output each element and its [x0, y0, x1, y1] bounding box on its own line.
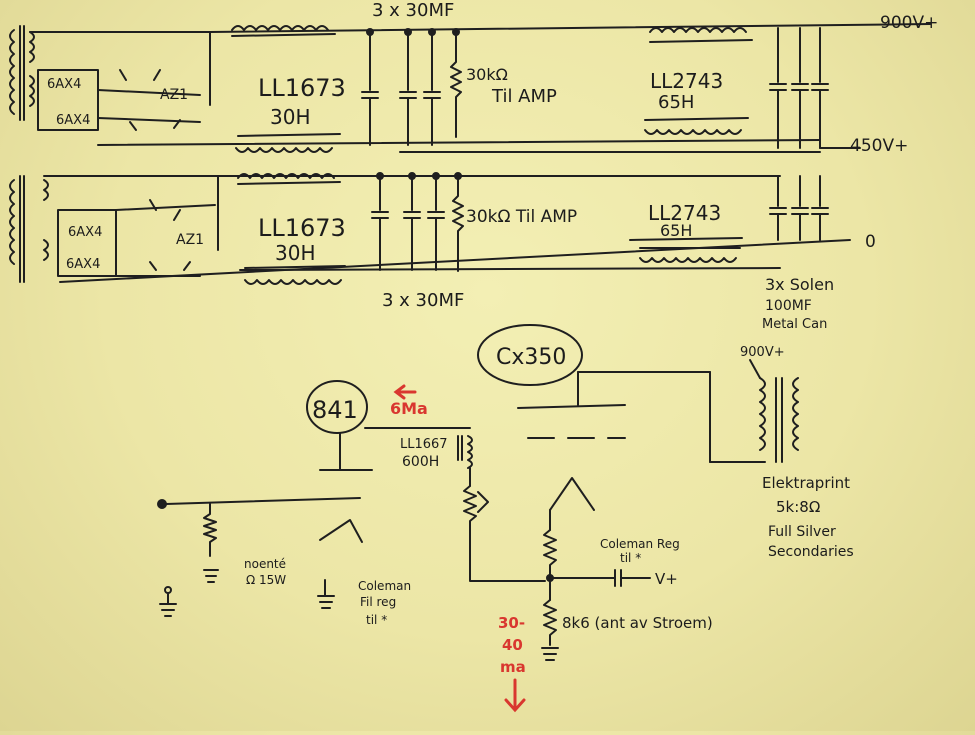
opt-label-3: Full Silver	[768, 524, 836, 540]
solen-label-3: Metal Can	[762, 317, 827, 332]
current-label-3: ma	[500, 658, 526, 676]
rails-lower	[59, 175, 851, 283]
coleman-reg-label-2: til *	[620, 551, 641, 565]
cap-bank-label-top: 3 x 30MF	[372, 0, 454, 21]
output-450v: 450V+	[850, 136, 908, 156]
choke-600h-label: 600H	[402, 454, 439, 470]
rails-upper	[97, 23, 931, 153]
solen-label-2: 100MF	[765, 298, 812, 314]
opt-label-1: Elektraprint	[762, 474, 850, 492]
input-circuit	[157, 497, 363, 617]
solen-label-1: 3x Solen	[765, 275, 834, 294]
rectifier-az1-a: AZ1	[160, 87, 188, 103]
bias-current-label: 6Ma	[390, 399, 428, 418]
choke-ll1667	[457, 435, 546, 582]
supply-upper: 6AX4 6AX4 AZ1 LL1673 30H 3 x 30MF 30kΩ T…	[9, 0, 938, 156]
fil-reg-label-1: Coleman	[358, 579, 411, 593]
cap-bank-lower	[371, 172, 464, 272]
tube-cx350-label: Cx350	[496, 345, 566, 370]
tube-841-label: 841	[312, 396, 358, 424]
current-label-2: 40	[502, 636, 523, 654]
fil-reg-label-3: til *	[366, 613, 387, 627]
choke-ll1673-upper	[231, 25, 341, 153]
tube-cx350-symbol	[477, 324, 766, 463]
choke-ll2743-lower	[629, 237, 743, 263]
choke-value-65h-b: 65H	[660, 221, 692, 240]
b-plus-label: 900V+	[740, 345, 785, 360]
tube-6ax4-b2: 6AX4	[66, 257, 100, 272]
fil-reg-label-2: Fil reg	[360, 595, 396, 609]
fil-res-label-1: noenté	[244, 557, 286, 571]
tube-6ax4-b1: 6AX4	[68, 225, 102, 240]
resistor-30k-til-amp-b: 30kΩ Til AMP	[466, 207, 577, 227]
opt-label-4: Secondaries	[768, 544, 854, 560]
supply-lower: 6AX4 6AX4 AZ1 LL1673 30H 30kΩ Til AMP	[9, 172, 876, 332]
tube-6ax4-a1: 6AX4	[47, 77, 81, 92]
fil-res-label-2: Ω 15W	[246, 573, 286, 587]
output-caps-upper	[769, 27, 861, 149]
tube-6ax4-a2: 6AX4	[56, 113, 90, 128]
choke-ll2743-upper	[644, 27, 753, 135]
choke-value-65h-a: 65H	[658, 92, 694, 113]
output-zero: 0	[865, 232, 876, 252]
current-arrow	[504, 678, 526, 713]
cap-bank-upper	[361, 28, 462, 146]
choke-label-ll2743-b: LL2743	[648, 201, 721, 225]
choke-label-ll2743-a: LL2743	[650, 69, 723, 93]
rectifier-az1-b: AZ1	[176, 232, 204, 248]
resistor-30k-a: 30kΩ	[466, 65, 508, 84]
vplus-label: V+	[655, 570, 678, 588]
choke-value-30h-b: 30H	[275, 241, 316, 265]
output-900v: 900V+	[880, 13, 938, 33]
amp-stage: 841 6Ma Cx350 LL1667 600H	[157, 324, 854, 713]
choke-label-ll1673-b: LL1673	[258, 214, 346, 242]
choke-ll1673-lower	[237, 173, 346, 285]
cap-bank-label-bottom: 3 x 30MF	[382, 290, 464, 311]
current-label-1: 30-	[498, 614, 525, 632]
tube-841-symbol	[306, 380, 471, 471]
choke-label-ll1673-a: LL1673	[258, 74, 346, 102]
bias-arrow	[393, 384, 417, 400]
power-transformer-lower	[9, 175, 219, 283]
cathode-circuit	[541, 477, 651, 661]
power-transformer-upper	[9, 25, 211, 131]
choke-ll1667-label: LL1667	[400, 437, 448, 452]
output-caps-lower	[769, 175, 829, 241]
choke-value-30h-a: 30H	[270, 105, 311, 129]
output-transformer	[749, 359, 799, 463]
coleman-reg-label-1: Coleman Reg	[600, 537, 680, 551]
cathode-resistor-label: 8k6 (ant av Stroem)	[562, 614, 713, 632]
opt-label-2: 5k:8Ω	[776, 498, 820, 516]
resistor-til-amp-a: Til AMP	[491, 86, 557, 107]
